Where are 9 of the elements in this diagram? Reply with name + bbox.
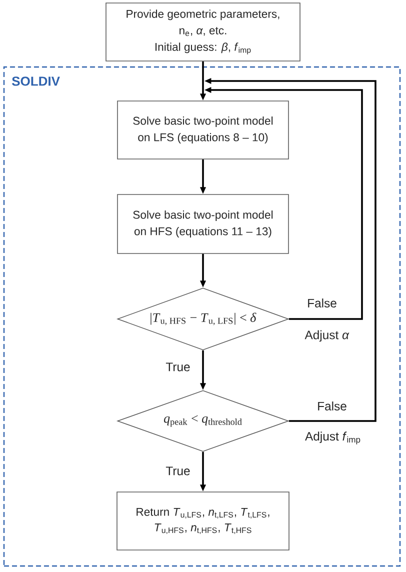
process-box: Solve basic two-point model on LFS (equations 8 – 10) xyxy=(117,100,289,160)
action-label: Adjust f$_{imp}$ xyxy=(305,432,360,444)
edge-label: True xyxy=(164,466,192,476)
edge-label: True xyxy=(164,362,192,372)
action-label: Adjust α xyxy=(304,330,350,342)
process-box: Return T$_{u,LFS}$, n$_{t,LFS}$, T$_{t,LFS}$, T$_{u,HFS}$, n$_{t,HFS}$, T$_{t,HFS}$ xyxy=(116,492,290,550)
process-box: Solve basic two-point model on HFS (equations 11 – 13) xyxy=(117,194,289,254)
edge-label: False xyxy=(306,298,338,308)
process-box: Provide geometric parameters, n$_{e}$, α, etc. Initial guess: β, f$_{imp}$ xyxy=(106,2,300,62)
